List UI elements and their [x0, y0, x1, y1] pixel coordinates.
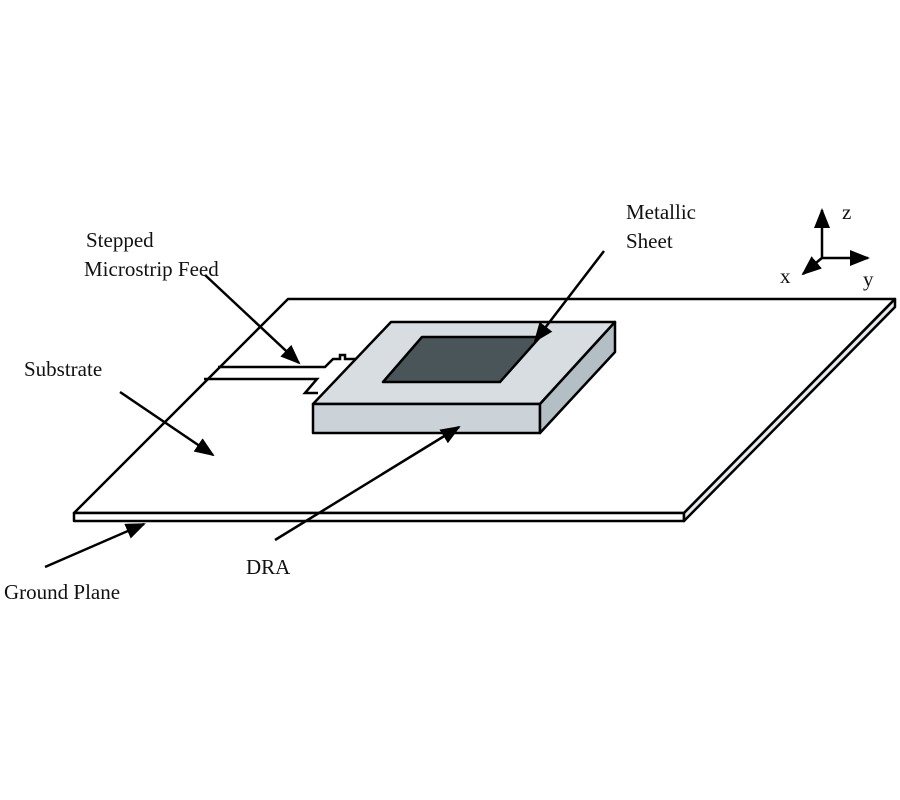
substrate-side-edge: [682, 297, 897, 523]
metallic-arrow: [533, 250, 605, 343]
ground-plane-arrow: [44, 522, 146, 569]
ground-plane-label: Ground Plane: [4, 580, 120, 604]
coordinate-axes: [801, 208, 870, 276]
x-axis-label: x: [780, 264, 791, 288]
metallic-sheet: [381, 335, 542, 384]
metallic-sheet-label-line2: Sheet: [626, 229, 673, 253]
dra-front-face: [311, 402, 542, 435]
stepped-feed-label-line2: Microstrip Feed: [84, 257, 219, 281]
dra-arrow: [274, 425, 461, 542]
substrate-front-edge: [72, 511, 686, 523]
metallic-sheet-label-line1: Metallic: [626, 200, 696, 224]
y-axis-label: y: [863, 267, 874, 291]
dra-side-face: [538, 320, 617, 435]
stepped-feed-label-line1: Stepped: [86, 228, 154, 252]
stepped-microstrip-feed: [204, 353, 356, 395]
substrate-arrow: [119, 390, 215, 457]
x-axis-arrow: [801, 256, 824, 276]
substrate-label: Substrate: [24, 357, 102, 381]
feed-arrow: [204, 274, 301, 365]
z-axis-label: z: [842, 200, 851, 224]
dra-label: DRA: [246, 555, 291, 579]
leader-arrows: [44, 250, 605, 569]
